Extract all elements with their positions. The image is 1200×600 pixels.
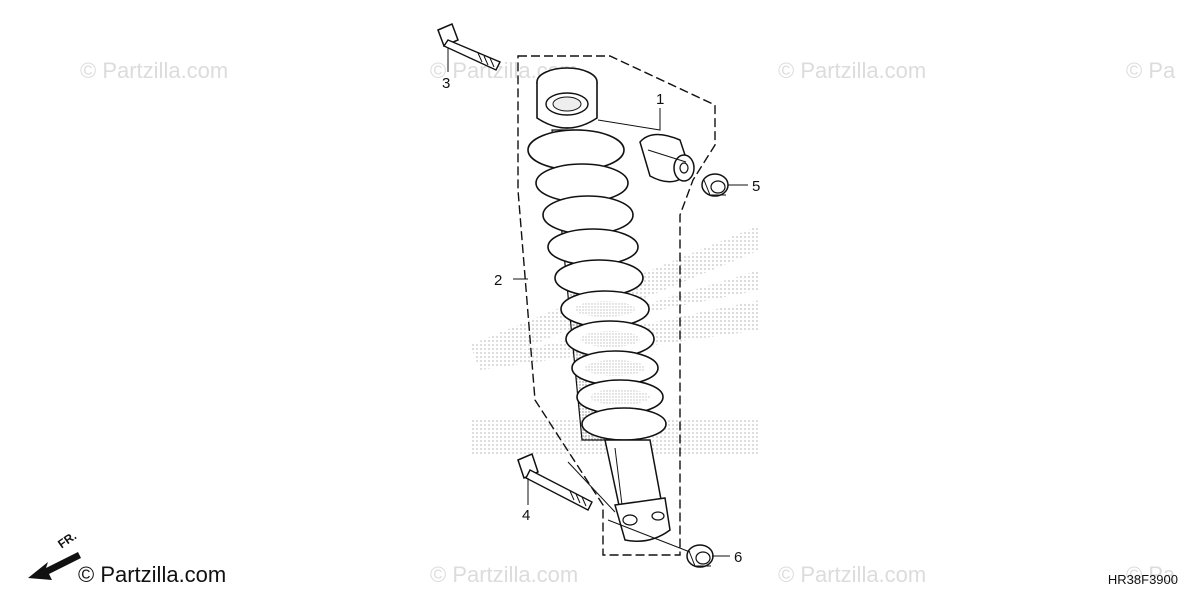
watermark: © Partzilla.com xyxy=(430,562,579,587)
direction-label: FR. xyxy=(55,529,79,552)
watermark: © Pa xyxy=(1126,58,1176,83)
assembly-boundary xyxy=(517,55,716,556)
front-direction-arrow-icon: FR. xyxy=(28,529,81,580)
leader-lines xyxy=(447,48,748,557)
callout-6: 6 xyxy=(734,549,742,566)
flange-nut-upper xyxy=(701,173,729,197)
callout-1: 1 xyxy=(656,91,664,108)
upper-bolt xyxy=(437,23,501,71)
callout-5: 5 xyxy=(752,178,760,195)
callout-3: 3 xyxy=(442,75,450,92)
partzilla-brand: © Partzilla.com xyxy=(78,562,227,587)
watermark: © Partzilla.com xyxy=(778,58,927,83)
callout-2: 2 xyxy=(494,272,502,289)
bushing xyxy=(639,133,695,183)
watermark: © Pa xyxy=(1126,562,1176,587)
lower-bolt xyxy=(517,452,593,511)
watermark: © Partzilla.com xyxy=(80,58,229,83)
watermark: © Partzilla.com xyxy=(778,562,927,587)
callout-4: 4 xyxy=(522,507,530,524)
flange-nut-lower xyxy=(686,544,714,568)
diagram-code: HR38F3900 xyxy=(1107,572,1178,587)
shock-absorber xyxy=(527,67,671,542)
